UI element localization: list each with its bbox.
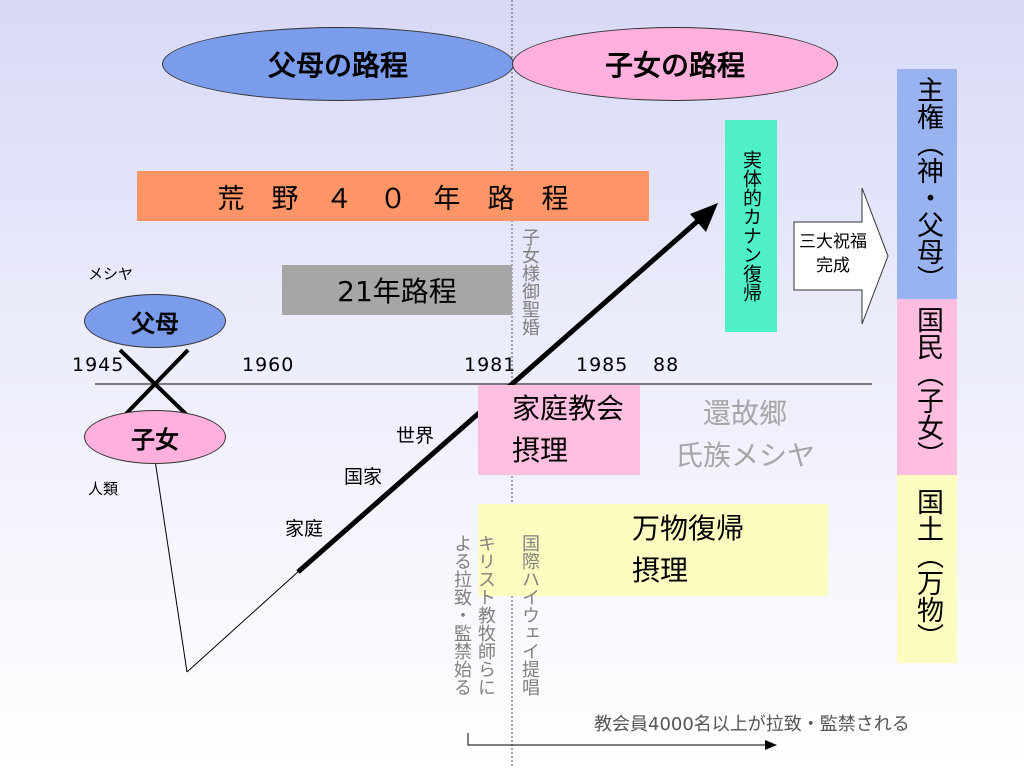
stage-family: 家庭 xyxy=(285,518,324,540)
canaan-label: 実体的カナン復帰 xyxy=(740,150,762,302)
year-88: 88 xyxy=(653,354,680,376)
restoration-line xyxy=(186,569,301,673)
messiah-label: メシヤ xyxy=(88,265,134,283)
three-blessings-label: 三大祝福完成 xyxy=(798,230,868,278)
abduction-arrowhead xyxy=(765,740,777,750)
abduction-start-line1: キリスト教牧師らに xyxy=(475,534,496,696)
wilderness-label: 荒 野 ４ ０ 年 路 程 xyxy=(217,183,569,215)
year-1960: 1960 xyxy=(242,354,295,376)
year-1981: 1981 xyxy=(464,354,517,376)
territory-label: 国土（万物） xyxy=(912,488,943,650)
twenty-one-year-label: 21年路程 xyxy=(337,275,457,308)
all-things-box: 万物復帰摂理 xyxy=(478,504,828,596)
stage-nation: 国家 xyxy=(344,466,383,488)
twenty-one-year-bar: 21年路程 xyxy=(282,265,512,315)
people-box: 国民（子女） xyxy=(897,299,957,475)
abduction-arrow xyxy=(467,733,770,746)
abduction-start-line2: よる拉致・監禁始る xyxy=(451,534,472,696)
parents-node: 父母 xyxy=(84,294,226,348)
arrowhead xyxy=(690,203,718,232)
hometown-line1: 還故郷 xyxy=(702,397,787,430)
abduction-result-label: 教会員4000名以上が拉致・監禁される xyxy=(594,714,910,735)
people-label: 国民（子女） xyxy=(912,306,943,468)
sovereignty-label: 主権（神・父母） xyxy=(912,76,943,292)
parents-node-label: 父母 xyxy=(131,309,179,338)
fall-line xyxy=(154,459,188,673)
year-1985: 1985 xyxy=(576,354,629,376)
children-node: 子女 xyxy=(84,410,226,464)
highway-label: 国際ハイウェイ提唱 xyxy=(519,534,540,696)
parents-path-label: 父母の路程 xyxy=(267,49,408,82)
children-path-oval: 子女の路程 xyxy=(512,27,838,101)
year-1945: 1945 xyxy=(72,354,125,376)
humanity-label: 人類 xyxy=(88,480,119,498)
family-church-box: 家庭教会摂理 xyxy=(478,385,640,475)
three-blessings-text: 三大祝福完成 xyxy=(799,232,867,276)
stage-world: 世界 xyxy=(396,425,435,447)
holy-marriage-label: 子女様御聖婚 xyxy=(519,228,540,336)
hometown-line2: 氏族メシヤ xyxy=(674,439,815,472)
family-church-label: 家庭教会摂理 xyxy=(512,392,625,467)
wilderness-bar: 荒 野 ４ ０ 年 路 程 xyxy=(137,171,649,221)
parents-path-oval: 父母の路程 xyxy=(162,27,514,101)
hometown-block: 還故郷 氏族メシヤ xyxy=(660,393,830,477)
all-things-label: 万物復帰摂理 xyxy=(632,512,745,587)
territory-box: 国土（万物） xyxy=(897,475,957,663)
hollow-arrow xyxy=(793,187,889,325)
canaan-box: 実体的カナン復帰 xyxy=(725,120,777,332)
sovereignty-box: 主権（神・父母） xyxy=(897,69,957,299)
cross-line-2 xyxy=(120,348,190,420)
children-node-label: 子女 xyxy=(131,425,179,454)
children-path-label: 子女の路程 xyxy=(604,49,745,82)
